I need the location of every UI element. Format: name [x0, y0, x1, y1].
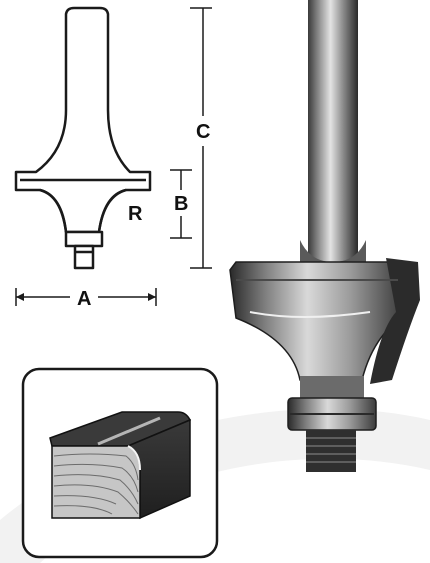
profile-sample-box: [21, 367, 219, 559]
drawing-bearing-screw: [73, 244, 95, 270]
drawing-shank: [14, 6, 152, 234]
dimension-arrows: [16, 293, 156, 301]
drawing-bearing: [64, 230, 104, 248]
drawing-profile-arc: [39, 188, 127, 233]
router-bit-line-drawing: [14, 6, 152, 270]
photo-shank: [308, 0, 358, 262]
router-bit-photo: [229, 0, 420, 472]
dimension-label-c: C: [196, 121, 210, 143]
dimension-label-b: B: [174, 193, 188, 215]
dimension-label-a: A: [77, 288, 91, 310]
photo-carbide-wing: [370, 258, 420, 384]
dimension-label-r: R: [128, 203, 143, 225]
rounded-edge-wood-sample-icon: [49, 411, 192, 520]
photo-screw: [306, 430, 356, 472]
